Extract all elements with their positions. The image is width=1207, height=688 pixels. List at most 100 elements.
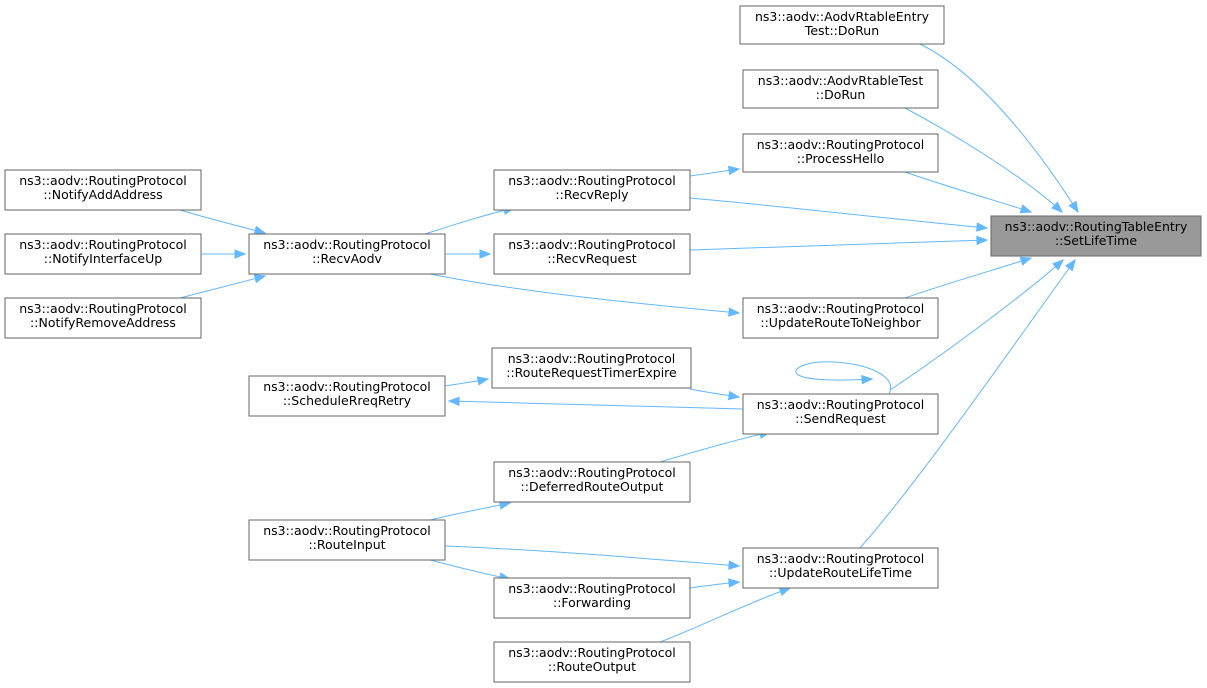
node-label-line: ::RouteOutput: [548, 659, 636, 674]
node-label-line: ::SendRequest: [795, 411, 886, 426]
edge-rtableentry_dorun-to-setlifetime: [919, 43, 1079, 214]
node-label-line: ns3::aodv::RoutingProtocol: [263, 237, 431, 252]
node-label-line: ns3::aodv::RoutingProtocol: [757, 137, 925, 152]
node-setlifetime: ns3::aodv::RoutingTableEntry::SetLifeTim…: [990, 215, 1202, 257]
node-label-line: ::UpdateRouteLifeTime: [769, 565, 912, 580]
node-label-line: ns3::aodv::RoutingProtocol: [508, 237, 676, 252]
node-box: [742, 69, 939, 109]
edge-sendrequest-to-setlifetime: [889, 259, 1064, 391]
node-schedulereqretry[interactable]: ns3::aodv::RoutingProtocol::ScheduleRreq…: [248, 375, 446, 417]
edge-forwarding-to-updateroutelifetime: [689, 578, 741, 589]
node-box: [493, 461, 691, 503]
edge-routeinput-to-updateroutelifetime: [444, 545, 741, 570]
edge-notifyaddaddress-to-recvaodv: [179, 209, 267, 235]
edge-sendrequest-to-sendrequest: [795, 361, 892, 395]
node-box: [739, 5, 945, 45]
node-label-line: ns3::aodv::RoutingProtocol: [263, 523, 431, 538]
node-notifyremoveaddress[interactable]: ns3::aodv::RoutingProtocol::NotifyRemove…: [4, 297, 202, 339]
node-label-line: ::RouteRequestTimerExpire: [506, 365, 677, 380]
edge-updateroutelifetime-to-setlifetime: [859, 258, 1076, 549]
node-label-line: ::NotifyAddAddress: [43, 187, 162, 202]
node-label-line: ns3::aodv::RoutingProtocol: [508, 645, 676, 660]
node-recvreply[interactable]: ns3::aodv::RoutingProtocol::RecvReply: [493, 169, 691, 211]
node-box: [248, 375, 446, 417]
node-label-line: ns3::aodv::RoutingProtocol: [508, 351, 676, 366]
node-box: [248, 519, 446, 561]
edge-schedulereqretry-to-routerequesttimerexpire: [444, 376, 490, 387]
node-label-line: ns3::aodv::AodvRtableEntry: [755, 9, 930, 24]
node-recvrequest[interactable]: ns3::aodv::RoutingProtocol::RecvRequest: [493, 233, 691, 275]
edge-rtable_dorun-to-setlifetime: [904, 107, 1063, 213]
edge-recvreply-to-processhello: [689, 165, 741, 177]
node-label-line: ns3::aodv::RoutingProtocol: [757, 301, 925, 316]
edge-recvrequest-to-setlifetime: [689, 235, 989, 251]
node-label-line: ::RecvAodv: [312, 251, 382, 266]
edge-recvaodv-to-updateroutetoneighbor: [429, 273, 741, 317]
node-box: [493, 641, 691, 683]
edge-updateroutetoneighbor-to-setlifetime: [904, 256, 1033, 299]
node-box: [4, 233, 202, 275]
node-box: [491, 347, 692, 389]
node-box: [742, 133, 939, 173]
node-recvaodv[interactable]: ns3::aodv::RoutingProtocol::RecvAodv: [248, 233, 446, 275]
node-label-line: ns3::aodv::RoutingTableEntry: [1005, 219, 1188, 234]
node-label-line: ::UpdateRouteToNeighbor: [760, 315, 921, 330]
node-label-line: ns3::aodv::RoutingProtocol: [19, 237, 187, 252]
edge-recvaodv-to-recvrequest: [445, 249, 492, 259]
node-processhello[interactable]: ns3::aodv::RoutingProtocol::ProcessHello: [742, 133, 939, 173]
node-box: [4, 169, 202, 211]
node-label-line: ::SetLifeTime: [1055, 233, 1137, 248]
node-notifyaddaddress[interactable]: ns3::aodv::RoutingProtocol::NotifyAddAdd…: [4, 169, 202, 211]
node-box: [493, 169, 691, 211]
node-box: [742, 393, 939, 435]
node-routeinput[interactable]: ns3::aodv::RoutingProtocol::RouteInput: [248, 519, 446, 561]
node-label-line: ::DoRun: [816, 87, 866, 102]
edge-notifyinterfaceup-to-recvaodv: [201, 249, 247, 259]
node-notifyinterfaceup[interactable]: ns3::aodv::RoutingProtocol::NotifyInterf…: [4, 233, 202, 275]
node-label-line: ::NotifyInterfaceUp: [44, 251, 162, 266]
edge-routerequesttimerexpire-to-sendrequest: [689, 388, 741, 401]
node-label-line: ns3::aodv::RoutingProtocol: [19, 301, 187, 316]
edge-routeinput-to-deferredrouteoutput: [429, 500, 512, 521]
node-sendrequest[interactable]: ns3::aodv::RoutingProtocol::SendRequest: [742, 393, 939, 435]
node-label-line: ::ProcessHello: [797, 151, 885, 166]
node-label-line: ns3::aodv::RoutingProtocol: [757, 551, 925, 566]
edge-notifyremoveaddress-to-recvaodv: [179, 274, 267, 299]
node-rtable-dorun[interactable]: ns3::aodv::AodvRtableTest::DoRun: [742, 69, 939, 109]
node-label-line: ::RecvRequest: [547, 251, 636, 266]
node-label-line: ns3::aodv::RoutingProtocol: [19, 173, 187, 188]
node-updateroutelifetime[interactable]: ns3::aodv::RoutingProtocol::UpdateRouteL…: [742, 547, 939, 589]
node-forwarding[interactable]: ns3::aodv::RoutingProtocol::Forwarding: [493, 577, 691, 619]
node-box: [990, 215, 1202, 257]
node-box: [248, 233, 446, 275]
edge-sendrequest-to-schedulereqretry: [447, 396, 744, 410]
node-routeoutput[interactable]: ns3::aodv::RoutingProtocol::RouteOutput: [493, 641, 691, 683]
node-box: [493, 577, 691, 619]
node-label-line: ::ScheduleRreqRetry: [283, 393, 412, 408]
node-label-line: ::RecvReply: [555, 187, 629, 202]
nodes-layer: ns3::aodv::RoutingTableEntry::SetLifeTim…: [4, 5, 1202, 683]
edge-recvreply-to-setlifetime: [689, 197, 989, 232]
node-label-line: ns3::aodv::RoutingProtocol: [263, 379, 431, 394]
node-label-line: Test::DoRun: [804, 23, 879, 38]
node-label-line: ns3::aodv::RoutingProtocol: [757, 397, 925, 412]
node-updateroutetoneighbor[interactable]: ns3::aodv::RoutingProtocol::UpdateRouteT…: [742, 297, 939, 339]
node-box: [742, 547, 939, 589]
node-label-line: ns3::aodv::RoutingProtocol: [508, 581, 676, 596]
node-box: [742, 297, 939, 339]
node-label-line: ::DeferredRouteOutput: [521, 479, 664, 494]
node-label-line: ns3::aodv::AodvRtableTest: [758, 73, 924, 88]
node-label-line: ns3::aodv::RoutingProtocol: [508, 173, 676, 188]
node-label-line: ::Forwarding: [553, 595, 631, 610]
node-deferredrouteoutput[interactable]: ns3::aodv::RoutingProtocol::DeferredRout…: [493, 461, 691, 503]
edge-processhello-to-setlifetime: [904, 171, 1033, 214]
node-routerequesttimerexpire[interactable]: ns3::aodv::RoutingProtocol::RouteRequest…: [491, 347, 692, 389]
node-label-line: ns3::aodv::RoutingProtocol: [508, 465, 676, 480]
node-label-line: ::NotifyRemoveAddress: [30, 315, 176, 330]
node-label-line: ::RouteInput: [308, 537, 385, 552]
node-box: [493, 233, 691, 275]
edge-deferredrouteoutput-to-sendrequest: [659, 429, 772, 463]
node-box: [4, 297, 202, 339]
